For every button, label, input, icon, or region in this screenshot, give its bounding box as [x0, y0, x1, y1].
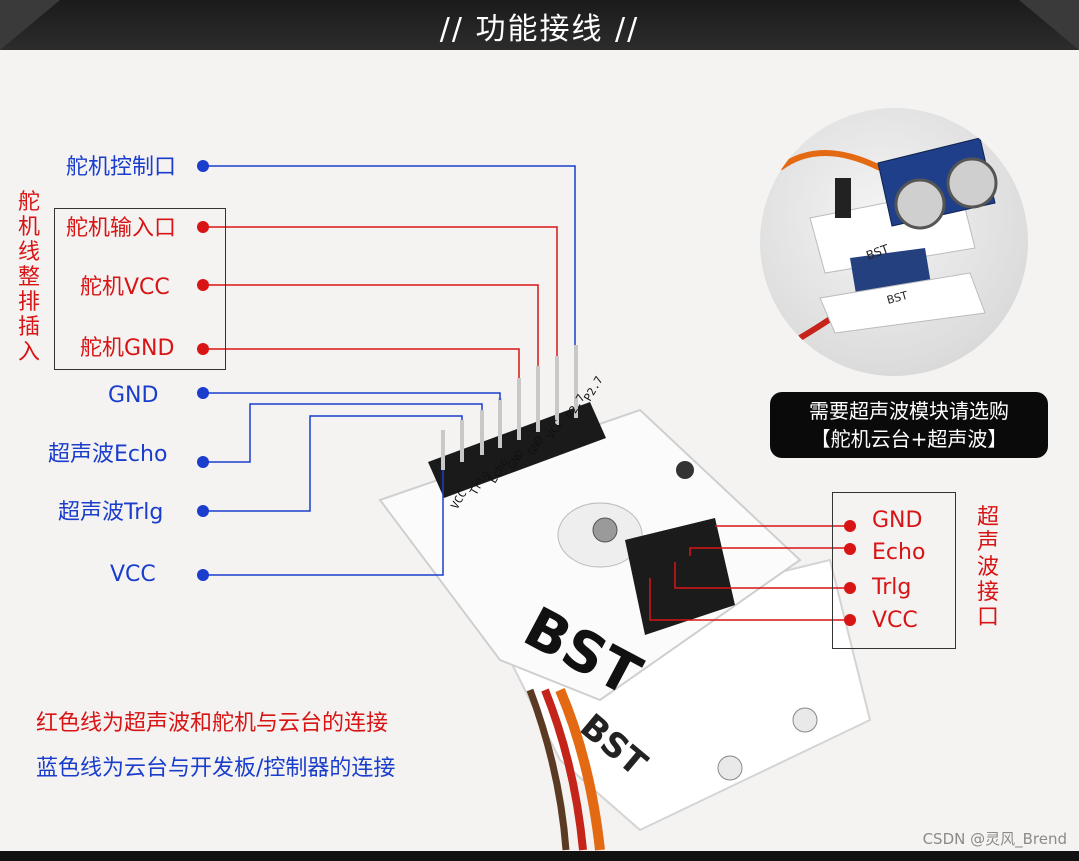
blue-wires: [205, 165, 576, 576]
product-photo: BST BST: [760, 108, 1028, 376]
legend-red-note: 红色线为超声波和舵机与云台的连接: [36, 711, 389, 736]
label-ultra-trig: 超声波Trlg: [58, 500, 164, 525]
servo-wire-red: [541, 688, 587, 851]
servo-group-box: [54, 208, 226, 370]
label-servo-control: 舵机控制口: [66, 155, 177, 180]
label-right-vcc: VCC: [872, 608, 918, 633]
label-servo-vcc: 舵机VCC: [80, 275, 170, 300]
page-title: // 功能接线 //: [439, 12, 640, 47]
bottom-bar: [0, 851, 1079, 861]
badge-line-2: 【舵机云台+超声波】: [810, 427, 1008, 451]
label-servo-input: 舵机输入口: [66, 216, 177, 241]
label-right-trig: Trlg: [872, 575, 912, 600]
header-corner-right: [1019, 0, 1079, 50]
board-screw: [676, 461, 694, 479]
purchase-badge: 需要超声波模块请选购 【舵机云台+超声波】: [770, 392, 1048, 458]
header-pins: [441, 345, 578, 470]
label-right-gnd: GND: [872, 508, 923, 533]
header-corner-left: [0, 0, 60, 50]
mount-hole: [792, 707, 818, 733]
servo-wire-orange: [555, 688, 605, 851]
watermark: CSDN @灵风_Brend: [922, 830, 1067, 848]
servo-wire-brown: [526, 688, 570, 851]
badge-line-1: 需要超声波模块请选购: [809, 399, 1009, 423]
ultrasonic-group-vertical-label: 超声波接口: [976, 505, 999, 630]
red-dots-left: [197, 221, 209, 355]
red-wires-right: [649, 525, 848, 621]
label-vcc: VCC: [110, 562, 156, 587]
header-bar: // 功能接线 //: [0, 0, 1079, 50]
label-ultra-echo: 超声波Echo: [48, 442, 168, 467]
blue-dots: [197, 160, 209, 581]
mount-hole: [717, 755, 743, 781]
svg-text:BST: BST: [885, 289, 909, 307]
label-servo-gnd: 舵机GND: [80, 336, 175, 361]
label-right-echo: Echo: [872, 540, 926, 565]
red-dots-right: [844, 520, 856, 626]
label-gnd: GND: [108, 383, 159, 408]
red-wires-left: [205, 226, 558, 378]
pin-header: [428, 402, 606, 498]
legend-blue-note: 蓝色线为云台与开发板/控制器的连接: [36, 756, 396, 781]
horn-screw: [592, 517, 618, 543]
servo-group-vertical-label: 舵机线整排插入: [17, 190, 40, 365]
ultrasonic-group-box: [832, 492, 956, 649]
product-photo-illustration: BST BST: [778, 137, 998, 341]
